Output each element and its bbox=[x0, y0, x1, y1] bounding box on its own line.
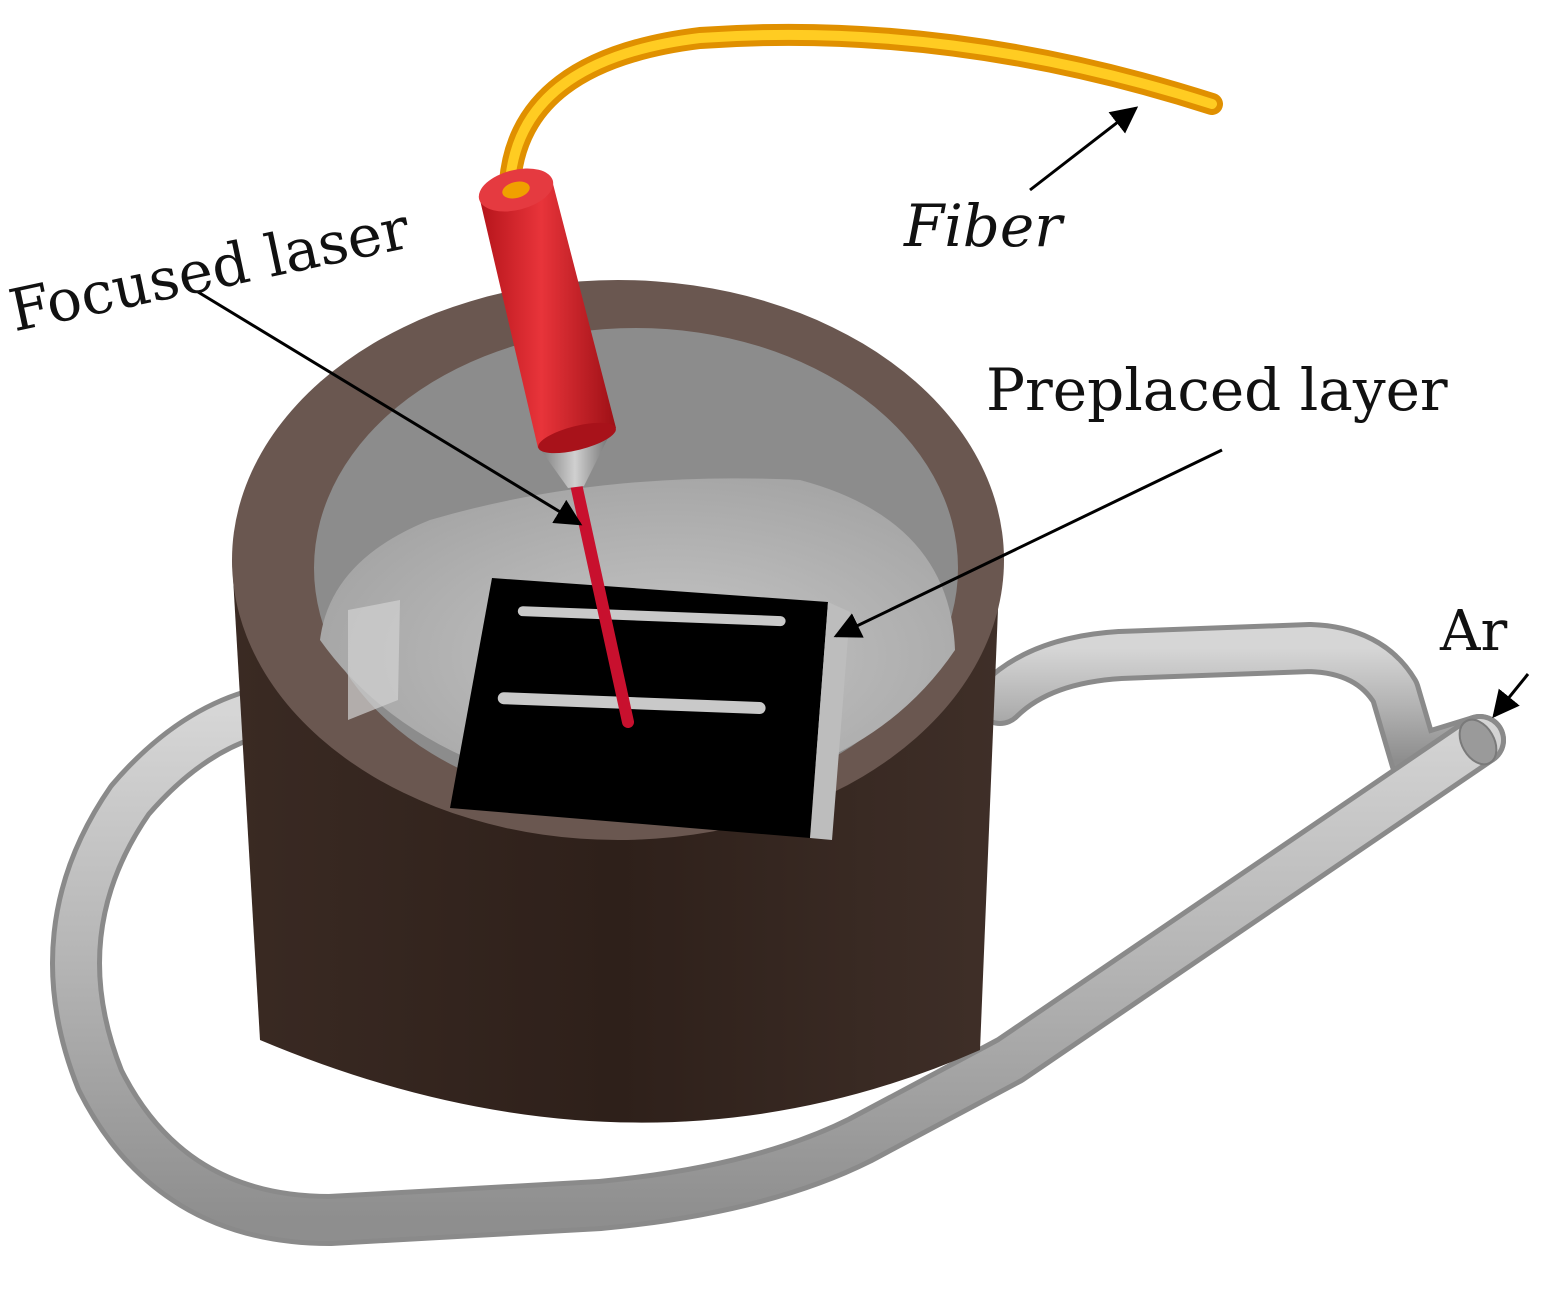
preplaced-layer-leader bbox=[833, 448, 1223, 638]
laser-beam bbox=[570, 478, 634, 728]
fiber-label: Fiber bbox=[903, 192, 1065, 260]
ar-leader bbox=[1492, 673, 1530, 719]
ar-label: Ar bbox=[1439, 599, 1507, 664]
cladding-track-upper bbox=[517, 606, 786, 627]
substrate-plate bbox=[450, 578, 850, 840]
focused-laser-leader bbox=[197, 290, 583, 526]
fiber-leader bbox=[1029, 106, 1139, 192]
argon-pipe bbox=[50, 622, 1506, 1246]
preplaced-layer-label: Preplaced layer bbox=[986, 356, 1448, 424]
cladding-track-lower bbox=[497, 692, 766, 715]
focused-laser-label: Focused laser bbox=[3, 194, 415, 345]
laser-nozzle bbox=[478, 168, 616, 454]
